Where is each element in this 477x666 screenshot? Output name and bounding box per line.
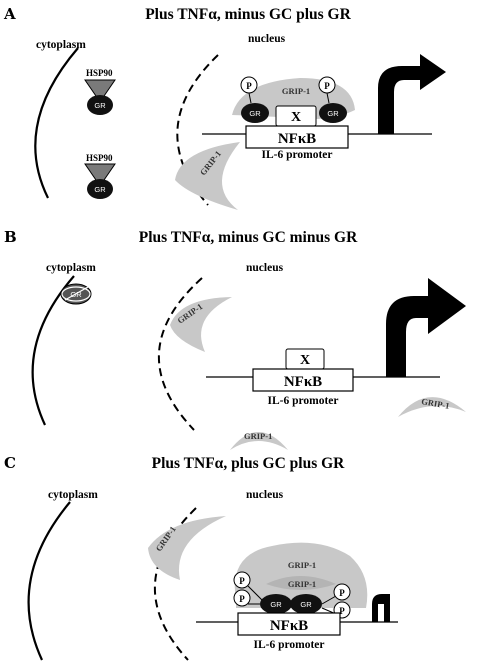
panel-a-promoter-label: IL-6 promoter <box>261 149 332 161</box>
panel-b-cell-membrane <box>31 275 75 426</box>
panel-a-gr-bottom-label: GR <box>94 185 106 194</box>
panel-a-hsp90-bottom <box>84 163 116 181</box>
panel-a-cytoplasm-label: cytoplasm <box>36 39 86 51</box>
panel-c-p2-label: P <box>239 594 245 604</box>
panel-a-hsp90-label-top: HSP90 <box>86 68 113 78</box>
panel-c-nfkb-box <box>237 612 341 636</box>
panel-a-x-label: X <box>291 110 301 125</box>
panel-c: C Plus TNFα, plus GC plus GR cytoplasm n… <box>4 454 398 661</box>
panel-b-gr-crossed: GR <box>60 283 92 305</box>
panel-a-letter: A <box>3 5 16 23</box>
panel-c-gr-left <box>260 594 292 614</box>
panel-c-nucleus-label: nucleus <box>246 489 284 501</box>
panel-c-repressed-arrow <box>372 594 390 622</box>
panel-b-grip1-3-label: GRIP-1 <box>421 396 451 411</box>
panel-c-phospho-3 <box>333 583 351 601</box>
panel-b-letter: B <box>4 228 17 246</box>
panel-a-transcription-arrow <box>378 54 446 134</box>
panel-b-x-label: X <box>300 353 310 368</box>
panel-b-promoter-label: IL-6 promoter <box>267 395 338 407</box>
panel-a-nfkb-label: NFκB <box>278 131 316 147</box>
panel-c-link-1 <box>247 585 263 601</box>
panel-a-p-left-label: P <box>246 81 252 91</box>
panel-b-gr-circle <box>61 286 91 302</box>
panel-b-grip1-2 <box>230 432 288 450</box>
panel-a-p-right-label: P <box>324 81 330 91</box>
panel-b-cytoplasm-label: cytoplasm <box>46 262 96 274</box>
panel-a: A Plus TNFα, minus GC plus GR cytoplasm … <box>3 5 446 210</box>
panel-a-gr-right <box>319 103 347 123</box>
panel-c-phospho-2 <box>233 589 251 607</box>
panel-b-nfkb-label: NFκB <box>284 374 322 390</box>
panel-c-nuclear-membrane <box>154 507 197 661</box>
panel-a-nfkb-box <box>245 125 349 149</box>
panel-b-title: Plus TNFα, minus GC minus GR <box>139 229 358 246</box>
panel-a-grip1-complex-label: GRIP-1 <box>282 86 310 96</box>
panel-a-cell-membrane <box>34 47 79 199</box>
panel-b-grip1-1 <box>170 297 232 352</box>
panel-a-gr-bottom <box>87 179 113 199</box>
panel-a-hsp90-label-bottom: HSP90 <box>86 153 113 163</box>
panel-c-grip1-inner <box>266 576 336 590</box>
panel-a-p-right-link <box>326 92 330 104</box>
panel-a-nucleus-label: nucleus <box>248 33 286 45</box>
panel-a-hsp90-top <box>84 79 116 97</box>
panel-a-gr-top <box>87 95 113 115</box>
panel-a-gr-top-label: GR <box>94 101 106 110</box>
panel-c-link-3 <box>321 595 337 605</box>
panel-a-title: Plus TNFα, minus GC plus GR <box>145 6 351 23</box>
panel-c-gr-left-label: GR <box>270 600 282 609</box>
panel-c-cytoplasm-label: cytoplasm <box>48 489 98 501</box>
panel-a-p-left-link <box>248 92 252 104</box>
panel-b-transcription-arrow <box>386 278 466 377</box>
panel-c-gr-right-label: GR <box>300 600 312 609</box>
panel-c-letter: C <box>4 454 16 472</box>
panel-a-grip1-free <box>175 142 240 210</box>
panel-c-grip1-free <box>148 516 226 580</box>
panel-b-nuclear-membrane <box>157 277 203 431</box>
panel-b-nucleus-label: nucleus <box>246 262 284 274</box>
panel-c-nfkb-label: NFκB <box>270 618 308 634</box>
panel-a-gr-left <box>241 103 269 123</box>
panel-c-title: Plus TNFα, plus GC plus GR <box>152 455 346 472</box>
panel-c-p4-label: P <box>339 606 345 616</box>
panel-a-gr-right-label: GR <box>327 109 339 118</box>
panel-b: B Plus TNFα, minus GC minus GR cytoplasm… <box>4 228 466 450</box>
panel-b-grip1-2-label: GRIP-1 <box>244 431 272 441</box>
panel-b-gr-slash <box>64 286 89 301</box>
panel-c-cell-membrane <box>27 501 71 661</box>
panel-c-p1-label: P <box>239 576 245 586</box>
panel-a-gr-left-label: GR <box>249 109 261 118</box>
panel-b-gr-label: GR <box>70 290 82 299</box>
panel-c-grip1-top-label: GRIP-1 <box>288 560 316 570</box>
panel-b-grip1-3 <box>398 397 466 417</box>
panel-b-nfkb-box <box>252 368 354 392</box>
panel-c-phospho-1 <box>233 571 251 589</box>
panel-c-promoter-label: IL-6 promoter <box>253 639 324 651</box>
panel-c-grip1-mid-label: GRIP-1 <box>288 579 316 589</box>
panel-c-gr-right <box>290 594 322 614</box>
panel-c-p3-label: P <box>339 588 345 598</box>
